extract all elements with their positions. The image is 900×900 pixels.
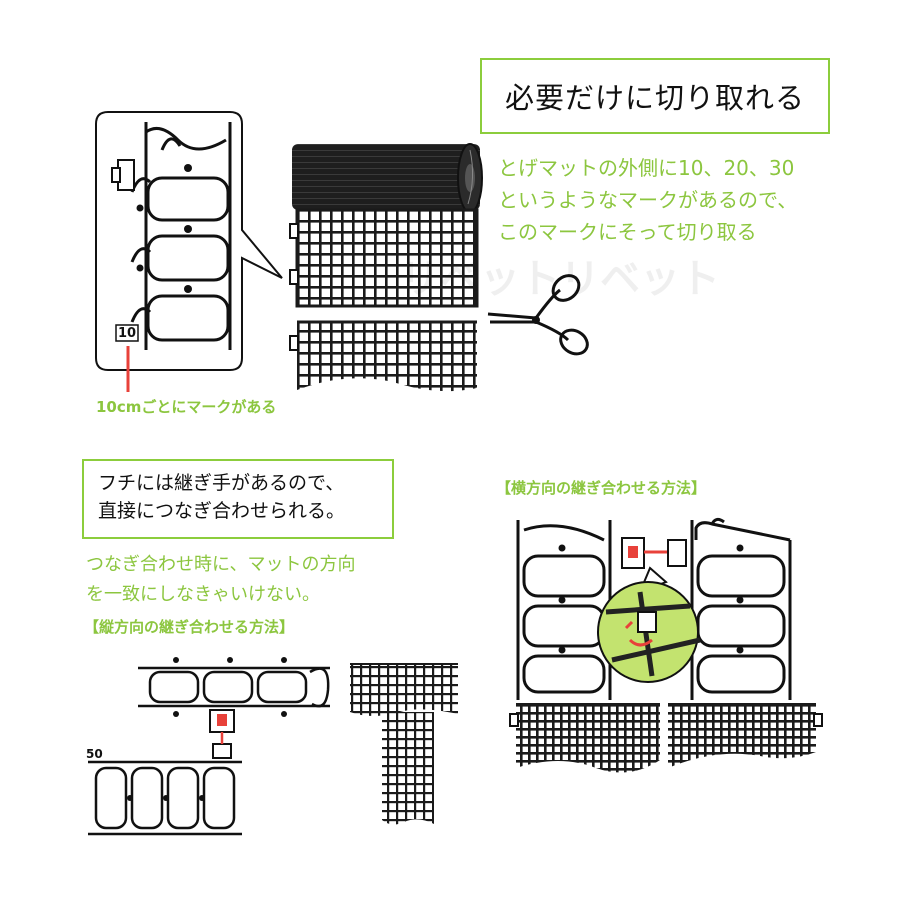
scissors-icon xyxy=(487,274,589,356)
note-line: つなぎ合わせ時に、マットの方向 xyxy=(86,554,356,575)
vertical-join-diagram: 50 xyxy=(86,657,330,836)
note-line: を一致にしなきゃいけない。 xyxy=(86,584,320,605)
description-line: とげマットの外側に10、20、30 xyxy=(498,156,795,180)
horizontal-heading: 【横方向の継ぎ合わせる方法】 xyxy=(496,479,707,497)
joint-box: フチには継ぎ手があるので、 直接につなぎ合わせられる。 xyxy=(82,459,394,539)
title-box: 必要だけに切り取れる xyxy=(480,58,830,134)
description-line: このマークにそって切り取る xyxy=(498,220,757,244)
joint-box-line: 直接につなぎ合わせられる。 xyxy=(98,500,346,522)
mark-number: 10 xyxy=(118,326,136,341)
joint-peg-icon xyxy=(111,159,135,191)
title-text: 必要だけに切り取れる xyxy=(504,81,805,115)
vertical-heading: 【縦方向の継ぎ合わせる方法】 xyxy=(84,618,295,636)
t-shaped-mat xyxy=(350,663,458,825)
mark-callout: 10cmごとにマークがある xyxy=(96,398,277,416)
horizontal-join-diagram xyxy=(509,517,823,773)
description-line: というようなマークがあるので、 xyxy=(498,188,798,212)
description: とげマットの外側に10、20、30 というようなマークがあるので、 このマークに… xyxy=(498,152,797,248)
direction-note: つなぎ合わせ時に、マットの方向 を一致にしなきゃいけない。 xyxy=(86,550,355,610)
mark-number-partial: 50 xyxy=(86,747,103,761)
watermark: リベットリベット xyxy=(400,256,720,302)
edge-detail-panel: 10 xyxy=(95,111,283,392)
rolled-mat-icon xyxy=(289,143,483,392)
joint-box-line: フチには継ぎ手があるので、 xyxy=(98,472,345,494)
